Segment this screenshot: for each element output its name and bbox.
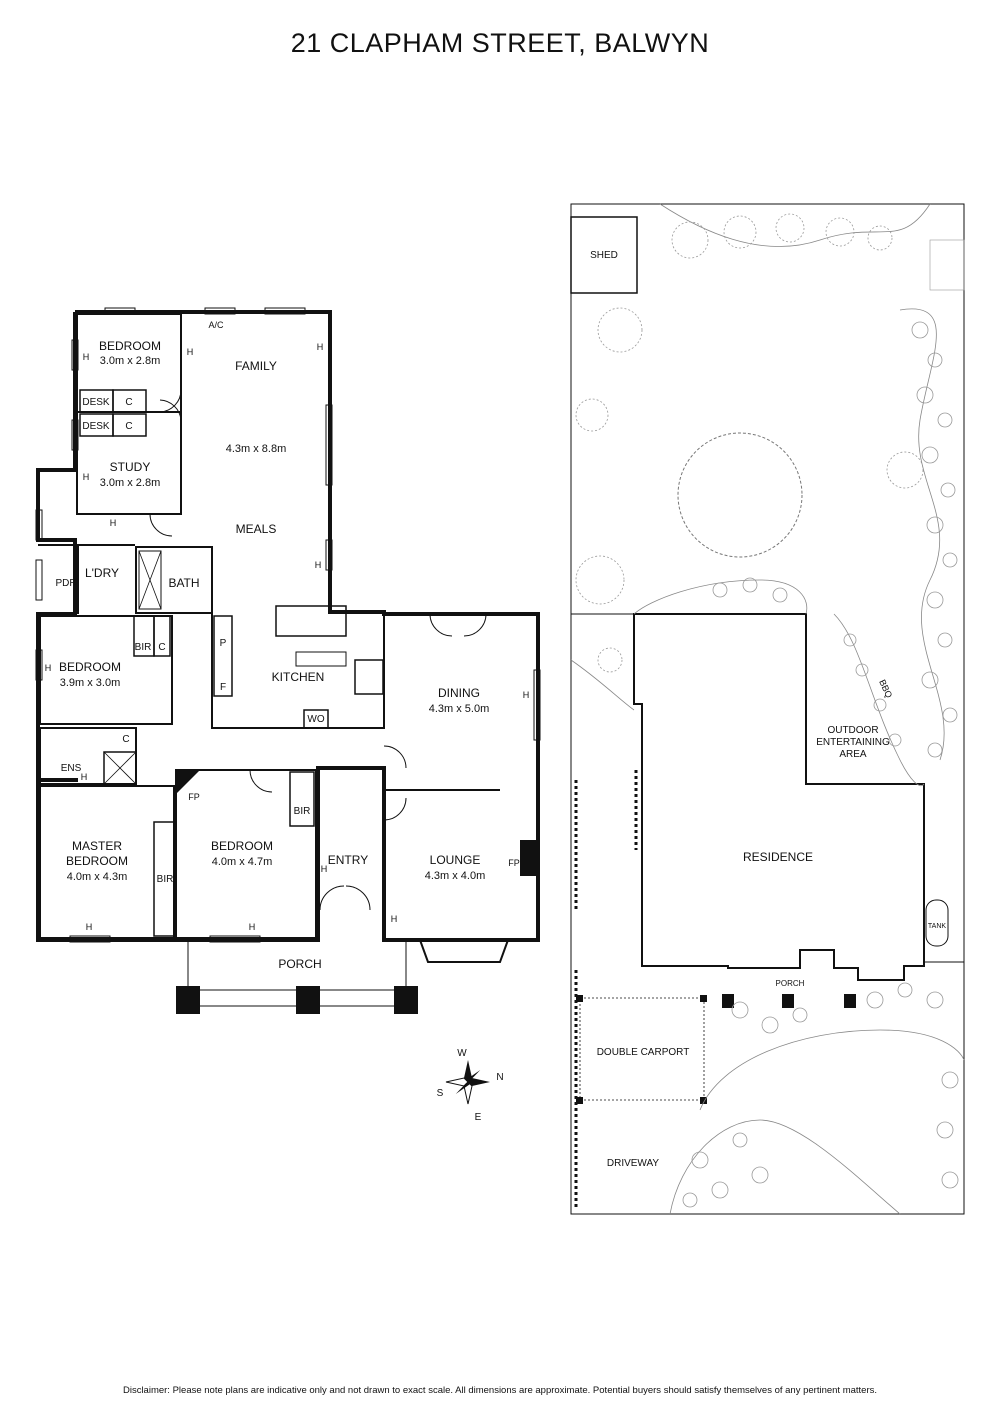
site-porch-label: PORCH [776,979,805,988]
ensuite-label: ENS [61,763,82,774]
bir-label-2: BIR [157,874,174,885]
fridge-label: F [220,682,226,693]
study-dim: 3.0m x 2.8m [100,477,161,489]
disclaimer-text: Disclaimer: Please note plans are indica… [122,1385,878,1396]
heater-label-13: H [249,922,256,932]
residence-outline [633,613,925,981]
wo-label: WO [307,714,324,725]
bath-label: BATH [168,576,199,590]
family-label: FAMILY [235,359,277,373]
heater-label-1: H [83,352,90,362]
driveway-label: DRIVEWAY [607,1158,660,1169]
outdoor-label-2: ENTERTAINING [816,737,890,748]
heater-label-8: H [523,690,530,700]
outdoor-label-3: AREA [839,749,867,760]
shed-outline [570,216,638,294]
heater-label-11: H [391,914,398,924]
powder-label: PDR [55,578,76,589]
bedroom2-dim: 3.9m x 3.0m [60,677,121,689]
bedroom2-label: BEDROOM [59,660,121,674]
master-dim: 4.0m x 4.3m [67,871,128,883]
kitchen-label: KITCHEN [272,670,325,684]
compass-w: W [457,1048,467,1059]
compass-n: N [496,1072,503,1083]
lounge-label: LOUNGE [430,853,481,867]
shed-label: SHED [590,250,618,261]
ac-label: A/C [208,320,224,330]
closet-label-2: C [125,421,132,432]
heater-label-4: H [83,472,90,482]
site-boundary [570,203,965,1215]
fireplace-label-2: FP [508,858,520,868]
heater-label-12: H [86,922,93,932]
heater-label-10: H [321,864,328,874]
bbq-label: BBQ [877,678,894,699]
bedroom1-dim: 3.0m x 2.8m [100,355,161,367]
porch-label: PORCH [278,957,321,971]
compass-e: E [475,1112,482,1123]
tank-label: TANK [928,923,946,930]
dining-label: DINING [438,686,480,700]
heater-label-3: H [317,342,324,352]
floor-plan-labels: BEDROOM 3.0m x 2.8m FAMILY 4.3m x 8.8m M… [45,320,530,971]
outdoor-label-1: OUTDOOR [827,725,878,736]
closet-label-1: C [125,397,132,408]
bedroom3-dim: 4.0m x 4.7m [212,856,273,868]
closet-label-3: C [158,642,165,653]
bir-label-3: BIR [294,806,311,817]
heater-label-2: H [187,347,194,357]
outer-wall [36,310,540,942]
fireplace-label-1: FP [188,792,200,802]
master-label-2: BEDROOM [66,854,128,868]
heater-label-9: H [81,772,88,782]
site-plan-labels: SHED OUTDOOR ENTERTAINING AREA BBQ RESID… [590,250,946,1169]
master-label-1: MASTER [72,839,122,853]
desk-label-1: DESK [82,397,110,408]
heater-label-6: H [315,560,322,570]
compass-s: S [437,1088,444,1099]
desk-label-2: DESK [82,421,110,432]
meals-label: MEALS [236,522,277,536]
compass-icon: W N S E [437,1048,504,1123]
site-plan [570,203,965,1215]
page-title: 21 CLAPHAM STREET, BALWYN [290,28,710,58]
carport-label: DOUBLE CARPORT [597,1047,690,1058]
entry-label: ENTRY [328,853,368,867]
laundry-label: L'DRY [85,566,119,580]
closet-label-4: C [122,734,129,745]
dining-dim: 4.3m x 5.0m [429,703,490,715]
lounge-dim: 4.3m x 4.0m [425,870,486,882]
study-label: STUDY [110,460,151,474]
bedroom1-label: BEDROOM [99,339,161,353]
pantry-label: P [220,638,227,649]
heater-label-7: H [45,663,52,673]
heater-label-5: H [110,518,117,528]
bir-label-1: BIR [135,642,152,653]
bedroom3-label: BEDROOM [211,839,273,853]
residence-label: RESIDENCE [743,850,813,864]
floor-plan [35,307,541,1014]
family-dim: 4.3m x 8.8m [226,443,287,455]
